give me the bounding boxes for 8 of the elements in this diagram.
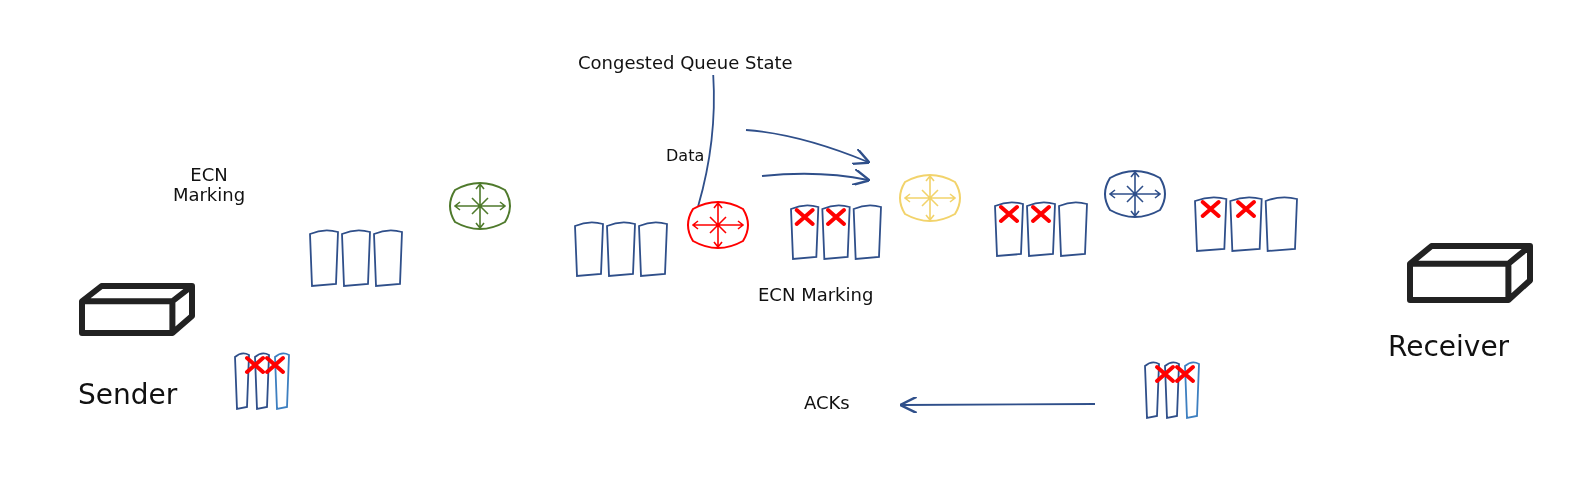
annotation-text: Congested Queue State <box>578 52 793 73</box>
annotation-text: ECN Marking <box>758 284 874 305</box>
annotation-text: Data <box>666 146 705 165</box>
annotation-text: ACKs <box>804 392 850 413</box>
leader-line <box>697 74 715 207</box>
annotation-text: ECN Marking <box>171 165 247 205</box>
device-label: Receiver <box>1388 330 1510 363</box>
device-label: Sender <box>78 378 178 411</box>
